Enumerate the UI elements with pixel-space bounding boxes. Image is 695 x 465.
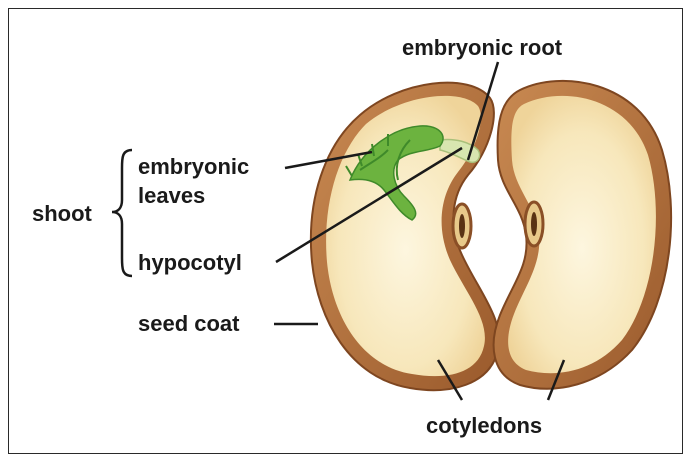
label-hypocotyl: hypocotyl: [138, 250, 242, 275]
label-embryonic-root: embryonic root: [402, 35, 563, 60]
label-cotyledons: cotyledons: [426, 413, 542, 438]
label-shoot: shoot: [32, 201, 93, 226]
shoot-brace: [112, 150, 132, 276]
label-seed-coat: seed coat: [138, 311, 240, 336]
label-embryonic-leaves-2: leaves: [138, 183, 205, 208]
label-embryonic-leaves-1: embryonic: [138, 154, 249, 179]
